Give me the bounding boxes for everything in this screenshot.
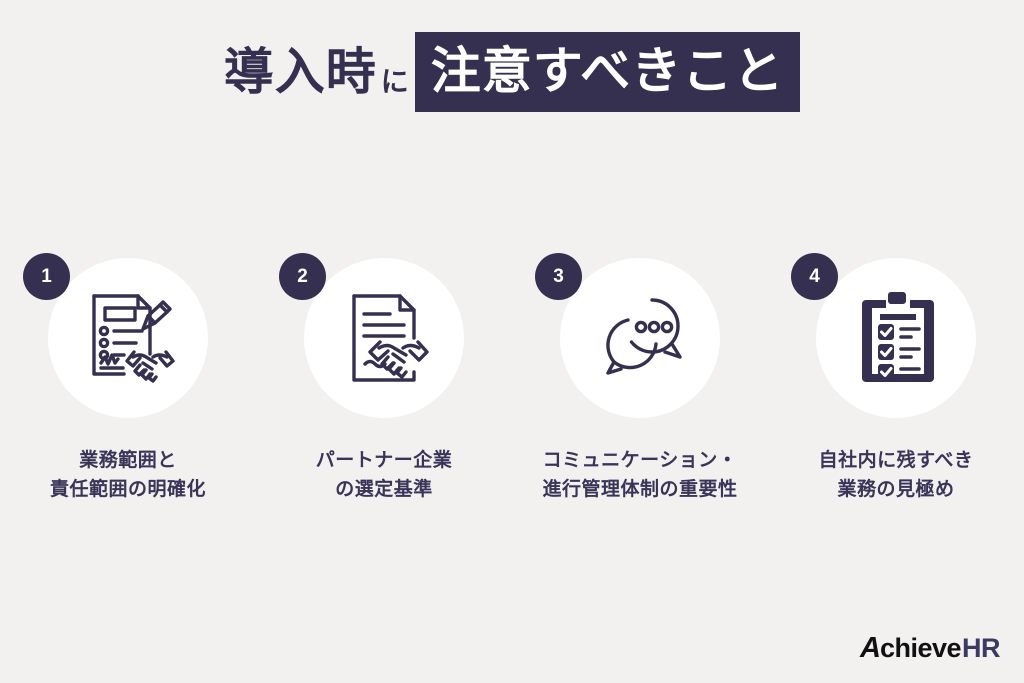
card-number-badge: 2 (279, 253, 326, 300)
card-item[interactable]: 1 業務範囲と 責任範囲の明確化 (0, 253, 256, 505)
card-label-line2: 責任範囲の明確化 (49, 479, 206, 501)
logo-name-primary: chieve (879, 633, 962, 663)
card-label-line1: パートナー企業 (315, 450, 453, 471)
card-item[interactable]: 3 コミュニケーション・ 進行管理体制の重要性 (512, 253, 768, 505)
card-row: 1 業務範囲と 責任範囲の明確化 (0, 253, 1024, 505)
icon-circle-zone: 4 (791, 253, 981, 423)
title-plain-text: 導入時 (223, 44, 377, 100)
card-number: 4 (809, 266, 820, 287)
title-particle: に (380, 66, 409, 97)
card-label-line2: 業務の見極め (837, 479, 955, 501)
card-item[interactable]: 2 パートナー企業 の選定基準 (256, 253, 512, 505)
contract-signing-handshake-icon (92, 294, 175, 383)
card-label: パートナー企業 の選定基準 (316, 446, 453, 505)
card-label: 自社内に残すべき 業務の見極め (819, 446, 974, 505)
icon-circle-zone: 1 (23, 253, 213, 423)
card-number: 3 (553, 266, 564, 287)
card-item[interactable]: 4 自社内に残すべき 業務の見極め (768, 253, 1024, 505)
card-label-line2: 進行管理体制の重要性 (542, 479, 738, 501)
card-number-badge: 1 (23, 253, 70, 300)
card-label-line1: 自社内に残すべき (818, 450, 974, 471)
card-number: 1 (41, 266, 52, 287)
icon-circle (48, 258, 208, 418)
card-number-badge: 3 (535, 253, 582, 300)
brand-logo: A chieve HR (859, 632, 1001, 664)
icon-circle-zone: 2 (279, 253, 469, 423)
card-number-badge: 4 (791, 253, 838, 300)
logo-a-mark: A (859, 632, 881, 664)
title-highlight-text: 注意すべきこと (414, 32, 801, 112)
icon-circle (560, 258, 720, 418)
clipboard-checklist-icon (862, 292, 934, 382)
icon-circle (304, 258, 464, 418)
icon-circle-zone: 3 (535, 253, 725, 423)
icon-circle (816, 258, 976, 418)
speech-bubbles-icon (606, 298, 682, 375)
card-label-line1: 業務範囲と (79, 450, 177, 471)
card-label: 業務範囲と 責任範囲の明確化 (50, 446, 206, 505)
card-number: 2 (297, 266, 308, 287)
card-label-line1: コミュニケーション・ (542, 450, 738, 471)
card-label: コミュニケーション・ 進行管理体制の重要性 (542, 446, 737, 505)
document-handshake-icon (352, 294, 429, 382)
slide-title: 導入時 に 注意すべきこと (0, 32, 1024, 112)
logo-name-secondary: HR (962, 633, 1001, 663)
card-label-line2: の選定基準 (335, 479, 433, 501)
